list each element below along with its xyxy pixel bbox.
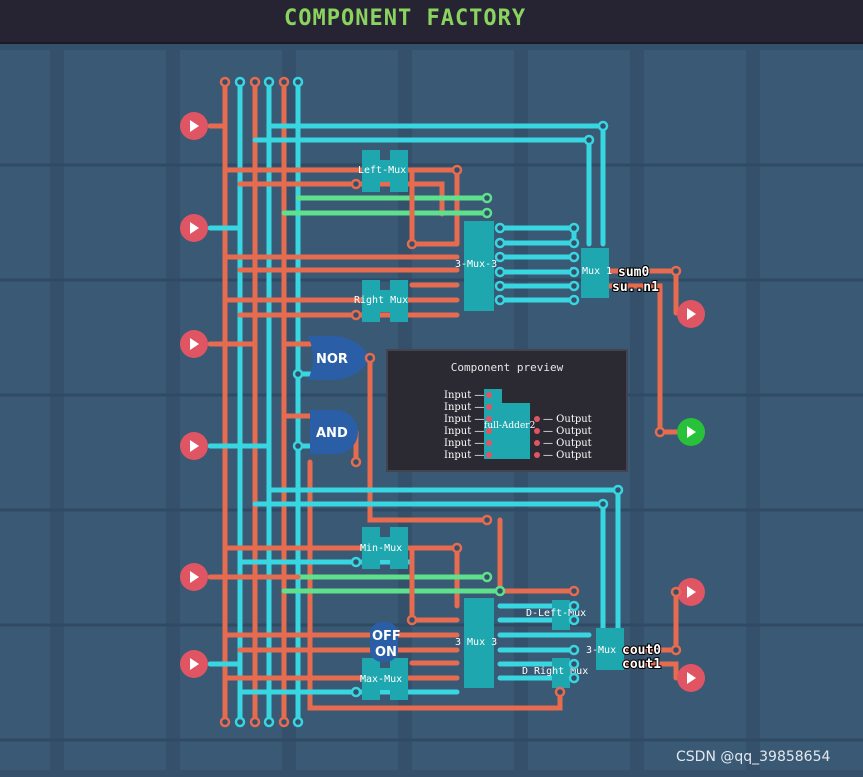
cout0-label: cout0 <box>622 643 661 658</box>
play-icon <box>687 586 696 598</box>
play-icon <box>190 440 199 452</box>
component-max-mux[interactable]: Max-Mux <box>360 658 408 700</box>
preview-input-4: Input — <box>444 426 484 437</box>
input-pin-4[interactable] <box>180 432 208 460</box>
left-mux-label: Left-Mux <box>358 165 406 176</box>
cout1-label: cout1 <box>622 657 661 672</box>
preview-inputs: Input — Input — Input — Input — Input — … <box>444 390 484 461</box>
input-pins[interactable] <box>180 112 208 678</box>
d-right-mux-label: D Right Mux <box>522 666 588 677</box>
min-mux-label: Min-Mux <box>360 543 402 554</box>
component-d-left-mux[interactable]: D-Left-Mux <box>526 600 586 630</box>
and-label: AND <box>316 426 348 441</box>
input-pin-1[interactable] <box>180 112 208 140</box>
output-pin-cout1[interactable] <box>677 664 705 692</box>
right-mux-label: Right Mux <box>354 295 408 306</box>
vertical-bus <box>222 82 301 722</box>
max-mux-label: Max-Mux <box>360 674 402 685</box>
switch-off-label: OFF <box>372 629 401 644</box>
play-icon <box>190 120 199 132</box>
input-pin-5[interactable] <box>180 563 208 591</box>
preview-input-2: Input — <box>444 402 484 413</box>
preview-output-3: — Output <box>543 438 592 449</box>
watermark: CSDN @qq_39858654 <box>676 749 831 765</box>
preview-component-body <box>484 389 530 459</box>
preview-output-2: — Output <box>543 426 592 437</box>
play-icon <box>687 426 696 438</box>
component-3-mux-bottom-right[interactable]: 3-Mux <box>586 628 624 670</box>
mux3-bottom-label: 3 Mux 3 <box>455 637 497 648</box>
connection-nodes[interactable] <box>219 76 682 728</box>
circuit-board[interactable]: Left-Mux Right Mux 3-Mux-3 3 Mux 1 Min-M… <box>0 44 863 777</box>
preview-input-1: Input — <box>444 390 484 401</box>
output-pin-cout0[interactable] <box>677 578 705 606</box>
play-icon <box>190 338 199 350</box>
mux3-top-label: 3-Mux-3 <box>455 259 497 270</box>
component-d-right-mux[interactable]: D Right Mux <box>522 658 588 688</box>
nor-gate[interactable]: NOR <box>308 336 370 380</box>
preview-outputs: — Output — Output — Output — Output <box>543 414 592 461</box>
component-preview-panel: Component preview full-Adder2 Input — In… <box>386 349 628 472</box>
preview-component-name: full-Adder2 <box>484 421 535 431</box>
preview-input-dots <box>486 392 492 458</box>
and-gate[interactable]: AND <box>310 410 358 454</box>
input-pin-3[interactable] <box>180 330 208 358</box>
preview-title: Component preview <box>450 361 564 374</box>
preview-input-6: Input — <box>444 450 484 461</box>
preview-canvas: full-Adder2 Input — Input — Input — Inpu… <box>444 389 592 461</box>
top-bar: COMPONENT FACTORY <box>0 0 863 44</box>
preview-output-1: — Output <box>543 414 592 425</box>
component-3-mux-1[interactable]: 3 Mux 1 <box>570 248 612 298</box>
play-icon <box>190 658 199 670</box>
play-icon <box>687 672 696 684</box>
output-pin-sum1[interactable] <box>677 418 705 446</box>
component-3-mux-3-top[interactable]: 3-Mux-3 <box>455 221 497 311</box>
preview-output-dots <box>534 416 540 458</box>
page-title: COMPONENT FACTORY <box>284 6 527 31</box>
input-pin-6[interactable] <box>180 650 208 678</box>
sum1-label: su..n1 <box>612 280 659 295</box>
component-3-mux-3-bottom[interactable]: 3 Mux 3 <box>455 598 497 688</box>
component-min-mux[interactable]: Min-Mux <box>360 527 408 569</box>
preview-input-5: Input — <box>444 438 484 449</box>
nor-label: NOR <box>316 352 348 367</box>
play-icon <box>190 571 199 583</box>
d-left-mux-label: D-Left-Mux <box>526 608 586 619</box>
output-pins[interactable] <box>677 300 705 692</box>
off-on-switch[interactable]: OFF ON <box>370 622 401 662</box>
play-icon <box>190 222 199 234</box>
component-left-mux[interactable]: Left-Mux <box>358 150 408 192</box>
switch-on-label: ON <box>375 645 397 660</box>
mux-bottom-right-label: 3-Mux <box>586 645 616 656</box>
preview-input-3: Input — <box>444 414 484 425</box>
play-icon <box>687 308 696 320</box>
component-right-mux[interactable]: Right Mux <box>354 280 408 322</box>
preview-output-4: — Output <box>543 450 592 461</box>
mux-top-right-label: 3 Mux 1 <box>570 266 612 277</box>
output-pin-sum0[interactable] <box>677 300 705 328</box>
input-pin-2[interactable] <box>180 214 208 242</box>
sum0-label: sum0 <box>618 265 649 280</box>
